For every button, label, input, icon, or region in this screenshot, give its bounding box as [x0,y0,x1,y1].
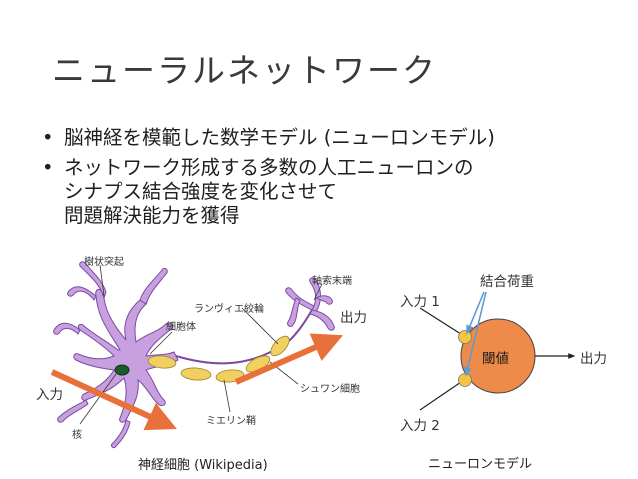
label-ranvier: ランヴィエ絞輪 [194,304,264,315]
nucleus-shape [114,364,130,376]
slide-title: ニューラルネットワーク [52,51,437,90]
label-model-output: 出力 [580,351,607,367]
label-input1: 入力 1 [400,294,440,310]
label-axon-terminal: 軸索末端 [312,276,352,287]
label-neuron-output: 出力 [340,310,367,326]
neuron-illustration [53,261,335,449]
bullet-dot-icon: • [42,126,54,149]
neuron-model-diagram [419,291,576,411]
label-neuron-input: 入力 [36,387,63,403]
bullet-list: • 脳神経を模範した数学モデル (ニューロンモデル) • ネットワーク形成する多… [38,126,628,234]
bullet-item: • 脳神経を模範した数学モデル (ニューロンモデル) [38,126,628,150]
input1-weight-dot [458,330,472,344]
label-schwann: シュワン細胞 [300,384,360,395]
bullet-text: シナプス結合強度を変化させて [64,180,338,203]
weight-pointer-1 [466,291,485,335]
caption-neuron: 神経細胞 (Wikipedia) [138,458,268,473]
label-soma: 細胞体 [166,322,196,333]
bullet-text: ネットワーク形成する多数の人工ニューロンの [64,156,474,179]
bullet-item: • ネットワーク形成する多数の人工ニューロンの シナプス結合強度を変化させて 問… [38,156,628,228]
input-flow-arrow [50,369,177,431]
output-flow-arrow [234,333,343,385]
input2-weight-dot [458,373,472,387]
bullet-text: 脳神経を模範した数学モデル (ニューロンモデル) [64,126,495,149]
label-nucleus: 核 [72,430,82,441]
bullet-text: 問題解決能力を獲得 [64,204,240,227]
weight-pointer-2 [464,291,487,377]
bullet-dot-icon: • [42,156,54,179]
label-myelin: ミエリン鞘 [206,416,256,427]
label-dendrite: 樹状突起 [84,257,124,268]
caption-model: ニューロンモデル [428,457,533,472]
label-threshold: 閾値 [482,351,509,367]
label-weights: 結合荷重 [480,274,534,290]
label-input2: 入力 2 [400,418,440,434]
